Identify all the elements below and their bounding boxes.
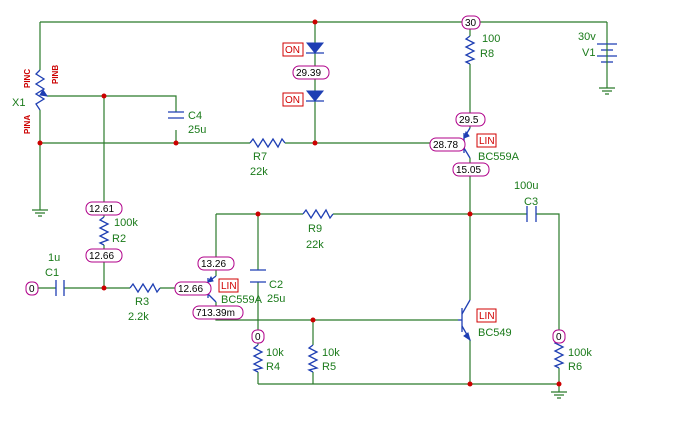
c3-value: 100u (514, 180, 538, 192)
svg-text:ON: ON (285, 45, 300, 56)
voltage-probe-q-mid-e: 13.26 (197, 256, 235, 271)
r7-value: 22k (250, 166, 268, 178)
r4-name: R4 (266, 361, 280, 373)
r5-value: 10k (322, 347, 340, 359)
pot-pin-b: PINB (51, 65, 60, 84)
capacitor-c2[interactable] (250, 269, 266, 283)
voltage-probe-input: 0 (25, 281, 39, 296)
resistor-r8[interactable] (464, 35, 476, 65)
q-top-model: BC559A (478, 151, 520, 163)
potentiometer-x1[interactable] (34, 69, 49, 111)
pot-pin-c: PINC (23, 69, 32, 88)
svg-text:12.61: 12.61 (89, 204, 114, 215)
capacitor-c4[interactable] (168, 111, 184, 119)
q-out-model: BC549 (478, 327, 512, 339)
wires (38, 21, 608, 392)
r9-value: 22k (306, 239, 324, 251)
resistor-r4[interactable] (252, 344, 264, 373)
battery-name: V1 (582, 47, 595, 59)
battery-v1[interactable] (597, 43, 617, 64)
diode-state-tag: ON (282, 42, 304, 57)
resistor-r2[interactable] (98, 216, 110, 246)
r2-value: 100k (114, 217, 138, 229)
c1-name: C1 (45, 267, 59, 279)
diode-d2[interactable] (305, 90, 325, 102)
c1-value: 1u (48, 252, 60, 264)
q-mid-model: BC559A (221, 294, 263, 306)
voltage-probe-q-top-e: 29.5 (455, 112, 486, 127)
svg-text:29.5: 29.5 (459, 115, 479, 126)
c3-name: C3 (524, 196, 538, 208)
resistor-r3[interactable] (129, 282, 161, 294)
pot-pin-a: PINA (23, 115, 32, 134)
ground-symbol (32, 209, 48, 217)
svg-text:LIN: LIN (479, 136, 495, 147)
voltage-probe-r4-top: 0 (251, 329, 265, 344)
transistor-tag: LIN (476, 133, 497, 148)
voltage-probe-r6-top: 0 (552, 329, 566, 344)
r9-name: R9 (308, 223, 322, 235)
r7-name: R7 (253, 151, 267, 163)
svg-text:15.05: 15.05 (456, 165, 481, 176)
capacitor-c3[interactable] (526, 206, 537, 222)
r8-value: 100 (482, 33, 500, 45)
voltage-probe-q-mid-b: 12.66 (174, 281, 212, 296)
r6-value: 100k (568, 347, 592, 359)
voltage-probe-q-mid-c: 713.39m (192, 305, 244, 320)
capacitor-c1[interactable] (55, 280, 65, 296)
transistor-tag: LIN (476, 308, 497, 323)
svg-text:12.66: 12.66 (178, 284, 203, 295)
diode-state-tag: ON (282, 92, 304, 107)
svg-text:ON: ON (285, 95, 300, 106)
svg-text:13.26: 13.26 (201, 259, 226, 270)
junction-dots (37, 19, 562, 387)
voltage-probe-r2-bot: 12.66 (85, 248, 123, 263)
r5-name: R5 (322, 361, 336, 373)
voltage-probe-supply: 30 (461, 15, 481, 30)
battery-value: 30v (578, 31, 596, 43)
svg-text:28.78: 28.78 (433, 140, 458, 151)
r2-name: R2 (112, 233, 126, 245)
resistor-r9[interactable] (302, 208, 334, 220)
svg-text:0: 0 (29, 284, 35, 295)
svg-text:713.39m: 713.39m (196, 308, 235, 319)
voltage-probe-r2-top: 12.61 (85, 201, 123, 216)
svg-text:0: 0 (255, 332, 261, 343)
svg-text:0: 0 (556, 332, 562, 343)
voltage-probe-q-top-c: 15.05 (452, 162, 490, 177)
r3-value: 2.2k (128, 311, 149, 323)
svg-text:12.66: 12.66 (89, 251, 114, 262)
transistor-tag: LIN (218, 278, 239, 293)
resistor-r5[interactable] (307, 344, 319, 373)
svg-text:LIN: LIN (479, 311, 495, 322)
r8-name: R8 (480, 48, 494, 60)
r3-name: R3 (135, 296, 149, 308)
svg-text:LIN: LIN (221, 281, 237, 292)
resistor-r7[interactable] (249, 137, 286, 149)
voltage-probe-q-top-b: 28.78 (429, 137, 466, 152)
ground-symbol (599, 87, 615, 95)
transistor-q-out[interactable] (458, 299, 471, 342)
c4-name: C4 (188, 110, 202, 122)
c4-value: 25u (188, 124, 206, 136)
ground-symbol (551, 391, 567, 399)
voltage-probe-diode: 29.39 (292, 65, 330, 80)
c2-name: C2 (269, 279, 283, 291)
pot-name: X1 (12, 97, 25, 109)
svg-text:29.39: 29.39 (296, 68, 321, 79)
svg-text:30: 30 (465, 18, 477, 29)
r4-value: 10k (266, 347, 284, 359)
diode-d1[interactable] (305, 42, 325, 54)
resistor-r6[interactable] (553, 339, 565, 369)
r6-name: R6 (568, 361, 582, 373)
c2-value: 25u (267, 293, 285, 305)
